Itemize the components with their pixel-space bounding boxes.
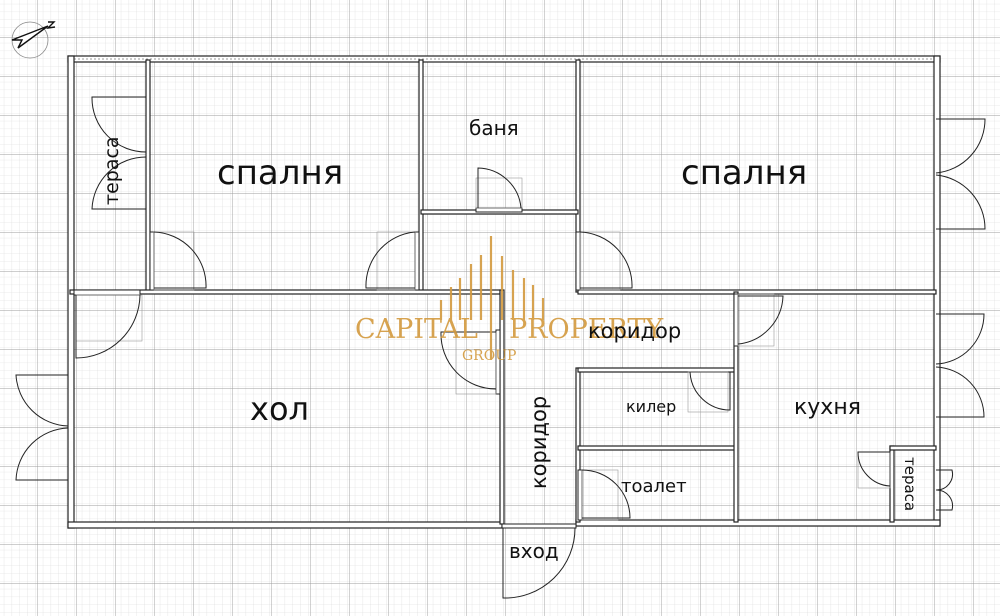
door-toilet [577,469,631,521]
door-bedroom-west-right [365,231,420,291]
label-corridor-vertical: коридор [527,396,551,489]
door-living-room-west [15,374,69,481]
doors [15,96,986,599]
label-toilet: тоалет [621,476,687,497]
door-living-room-top [73,289,143,359]
door-kitchen [733,293,784,347]
door-terrace-east-inner [857,451,891,489]
label-entrance: вход [509,539,559,563]
company-watermark: CAPITAL PROPERTY GROUP [355,236,664,364]
watermark-bars-icon [439,236,545,360]
door-storage [687,371,731,413]
compass-icon [11,21,56,59]
door-bathroom [475,167,523,213]
door-bedroom-east-balcony [935,118,986,230]
door-kitchen-balcony [935,313,985,418]
door-bedroom-east [575,231,633,291]
door-terrace-west [91,96,147,210]
label-terrace-west: тераса [101,136,123,205]
label-bedroom-west: спалня [217,153,343,193]
room-labels: тераса спалня баня спалня хол коридор ко… [101,116,919,563]
door-bedroom-west-left [149,231,207,291]
label-living-room: хол [250,390,309,428]
door-entrance [501,523,577,599]
watermark-property: PROPERTY [509,314,664,345]
watermark-capital: CAPITAL [355,314,478,345]
watermark-group: GROUP [462,348,516,364]
label-bathroom: баня [469,116,519,140]
label-corridor-horizontal: коридор [588,319,681,343]
label-terrace-east: тераса [901,457,919,511]
label-bedroom-east: спалня [681,153,807,193]
label-storage: килер [626,397,676,416]
door-terrace-east-outer [935,469,953,511]
label-kitchen: кухня [794,395,861,420]
door-living-corridor [440,329,501,395]
